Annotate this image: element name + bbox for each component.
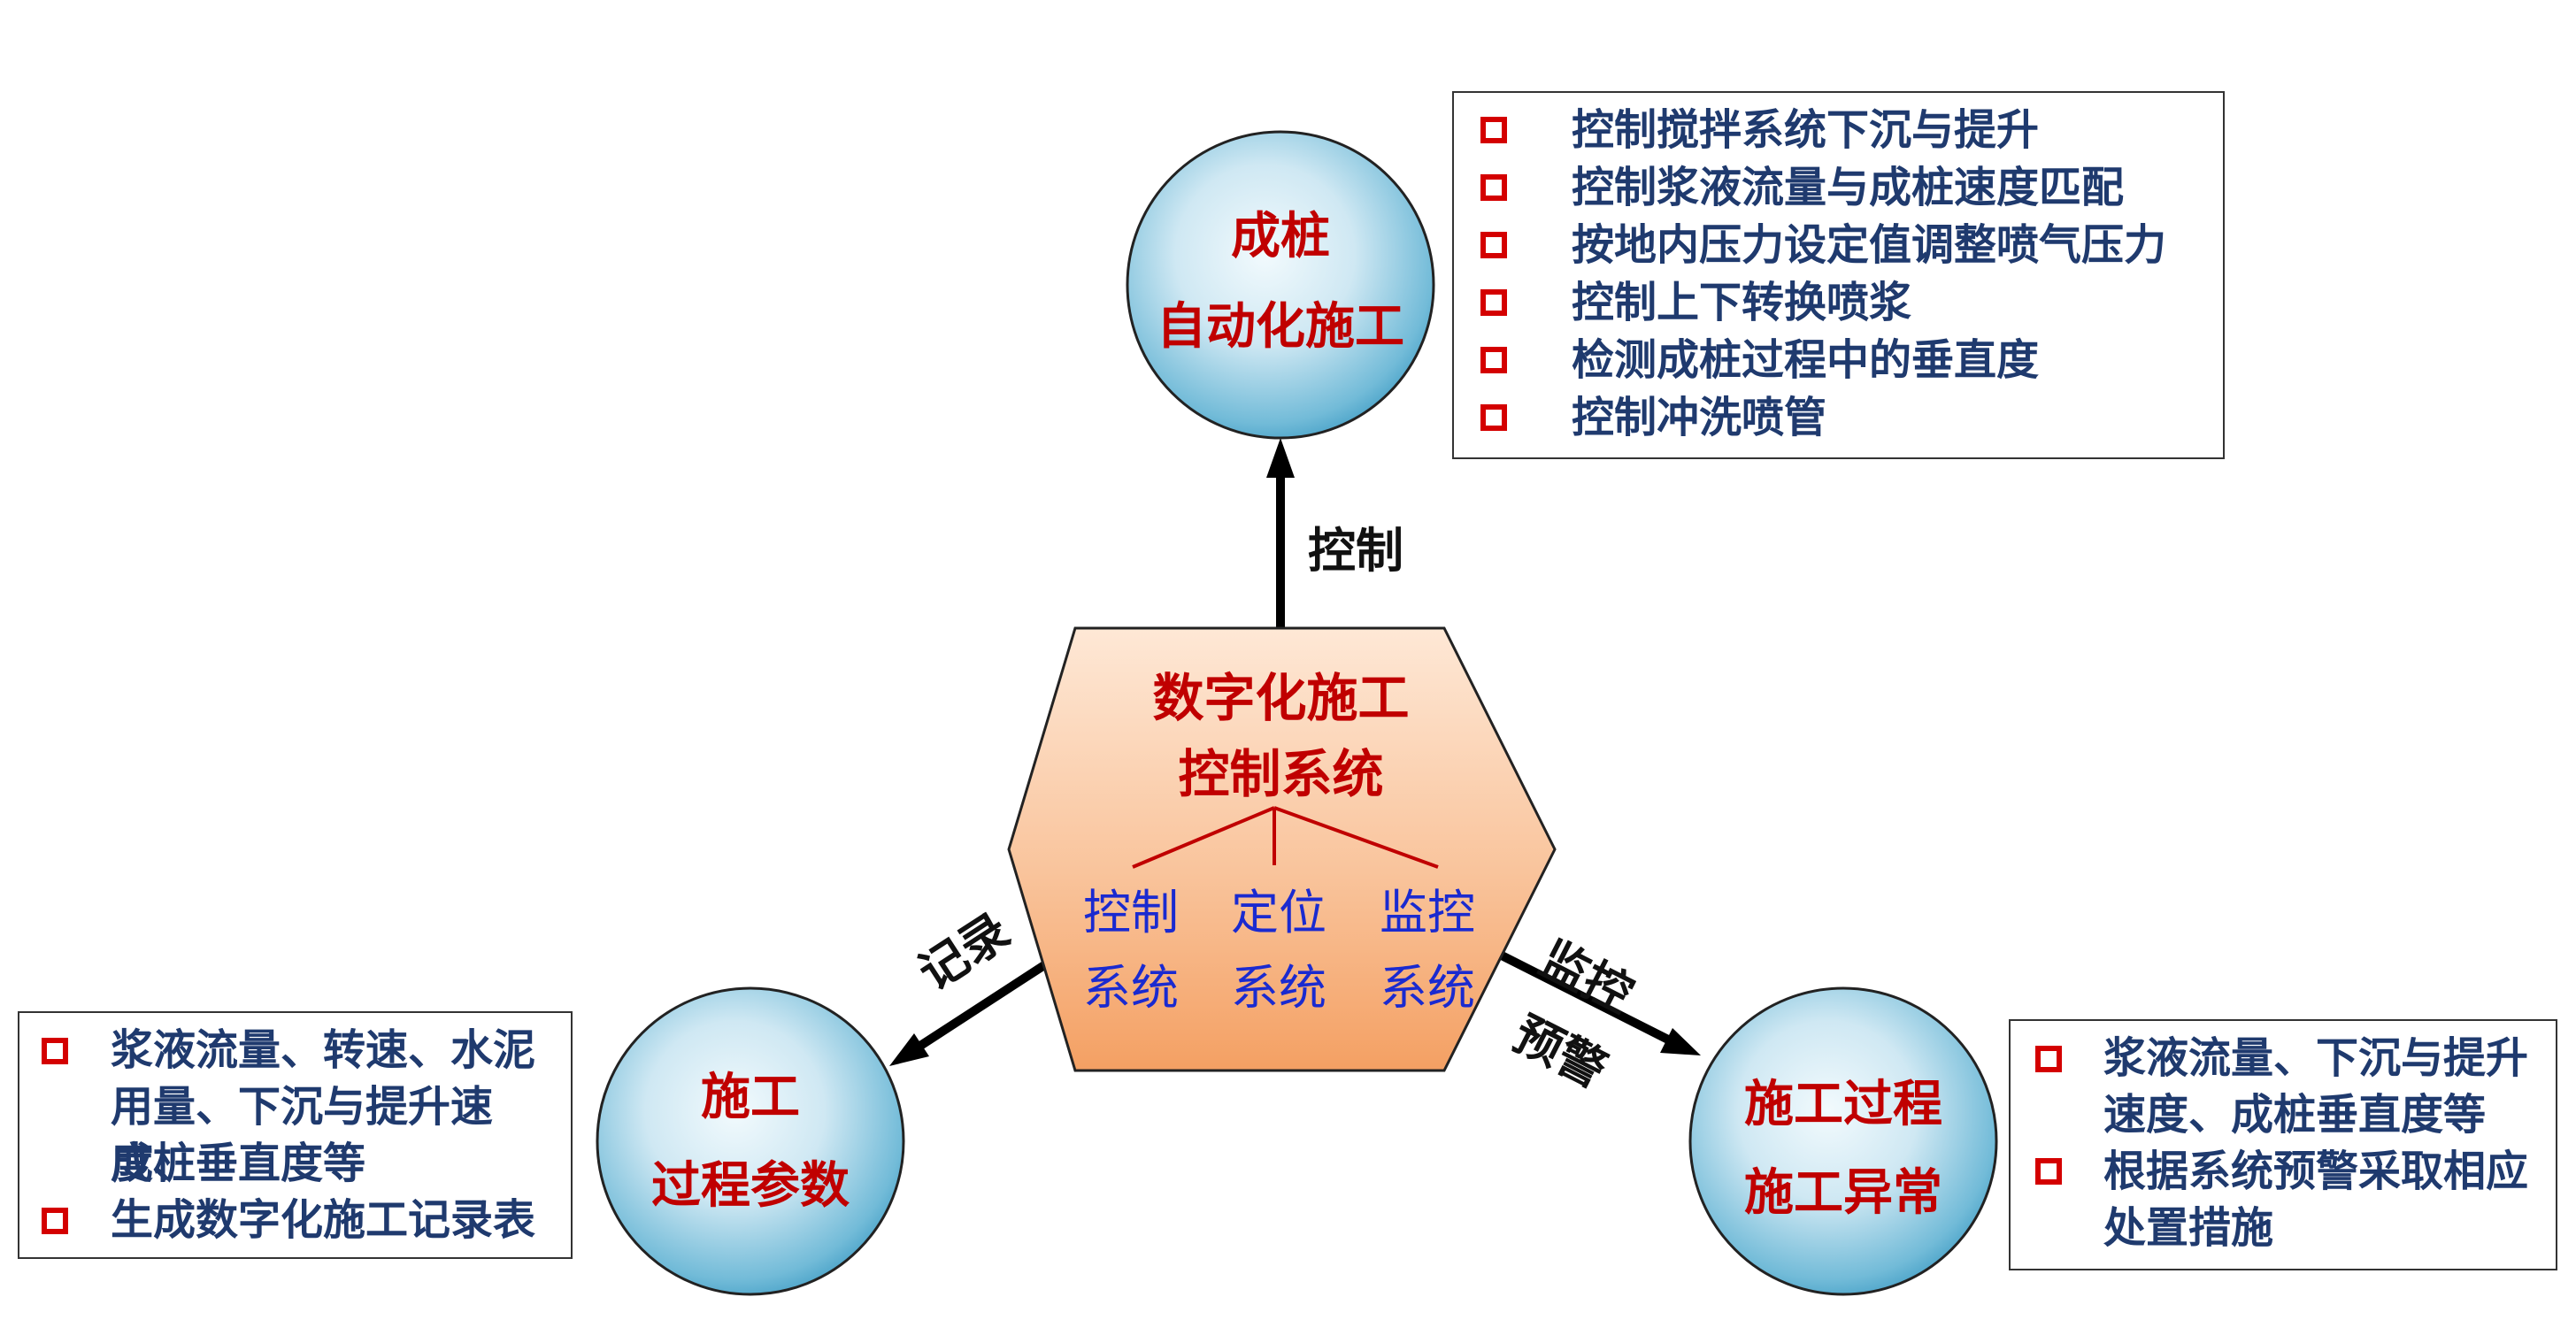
list-item-line: 速度、成桩垂直度等 — [2103, 1090, 2487, 1140]
top-node-line2: 自动化施工 — [1157, 298, 1404, 356]
right-warning-list-box: 浆液流量、下沉与提升 速度、成桩垂直度等 根据系统预警采取相应 处置措施 — [2009, 1019, 2557, 1270]
list-item-line: 浆液流量、转速、水泥 — [111, 1025, 536, 1075]
right-node-circle — [1688, 986, 1998, 1296]
list-item-line: 成桩垂直度等 — [111, 1139, 366, 1188]
hollow-red-square-icon — [1480, 347, 1507, 373]
hollow-red-square-icon — [1480, 232, 1507, 258]
list-item: 按地内压力设定值调整喷气压力 — [1572, 220, 2167, 270]
list-item: 检测成桩过程中的垂直度 — [1572, 335, 2040, 385]
hollow-red-square-icon — [2035, 1158, 2062, 1185]
top-node-circle — [1126, 130, 1435, 440]
center-title-line1: 数字化施工 — [1152, 668, 1410, 728]
hollow-red-square-icon — [42, 1038, 68, 1064]
arrow-label-control: 控制 — [1308, 523, 1403, 579]
left-params-list-box: 浆液流量、转速、水泥 用量、下沉与提升速度、 成桩垂直度等 生成数字化施工记录表 — [18, 1011, 573, 1259]
center-title-line2: 控制系统 — [1178, 744, 1384, 804]
right-node-line2: 施工异常 — [1744, 1164, 1942, 1222]
list-item: 控制上下转换喷浆 — [1572, 278, 1912, 327]
list-item-line: 用量、下沉与提升速度、 — [111, 1082, 494, 1188]
list-item-line: 生成数字化施工记录表 — [111, 1195, 536, 1245]
hollow-red-square-icon — [2035, 1046, 2062, 1072]
list-item: 控制冲洗喷管 — [1572, 393, 1827, 442]
arrow-to-right — [1499, 951, 1701, 1055]
arrowhead-icon — [1266, 438, 1295, 478]
hollow-red-square-icon — [1480, 117, 1507, 143]
subsystem-position-line2: 系统 — [1231, 960, 1326, 1016]
list-item-line: 浆液流量、下沉与提升 — [2103, 1033, 2529, 1083]
subsystem-position-line1: 定位 — [1231, 885, 1326, 940]
top-node-line1: 成桩 — [1231, 208, 1330, 265]
list-item: 控制浆液流量与成桩速度匹配 — [1572, 163, 2125, 212]
top-control-list-box: 控制搅拌系统下沉与提升 控制浆液流量与成桩速度匹配 按地内压力设定值调整喷气压力… — [1452, 91, 2225, 459]
list-item: 控制搅拌系统下沉与提升 — [1572, 105, 2040, 155]
arrow-to-top — [1266, 438, 1295, 628]
hollow-red-square-icon — [42, 1208, 68, 1234]
left-node-circle — [596, 986, 905, 1296]
hollow-red-square-icon — [1480, 289, 1507, 316]
hollow-red-square-icon — [1480, 404, 1507, 431]
left-node-line2: 过程参数 — [651, 1157, 850, 1215]
list-item-line: 根据系统预警采取相应 — [2103, 1147, 2529, 1196]
center-hexagon — [1007, 626, 1557, 1072]
right-node-line1: 施工过程 — [1744, 1076, 1942, 1133]
arrowhead-icon — [889, 1033, 929, 1066]
subsystem-control-line1: 控制 — [1083, 885, 1179, 940]
subsystem-monitor-line1: 监控 — [1380, 885, 1475, 940]
subsystem-control-line2: 系统 — [1083, 960, 1179, 1016]
arrow-to-left — [889, 951, 1062, 1066]
hollow-red-square-icon — [1480, 174, 1507, 201]
list-item-line: 处置措施 — [2103, 1203, 2274, 1253]
subsystem-monitor-line2: 系统 — [1380, 960, 1475, 1016]
arrowhead-icon — [1660, 1028, 1701, 1055]
left-node-line1: 施工 — [701, 1069, 800, 1126]
subsystem-connector — [1132, 806, 1439, 869]
